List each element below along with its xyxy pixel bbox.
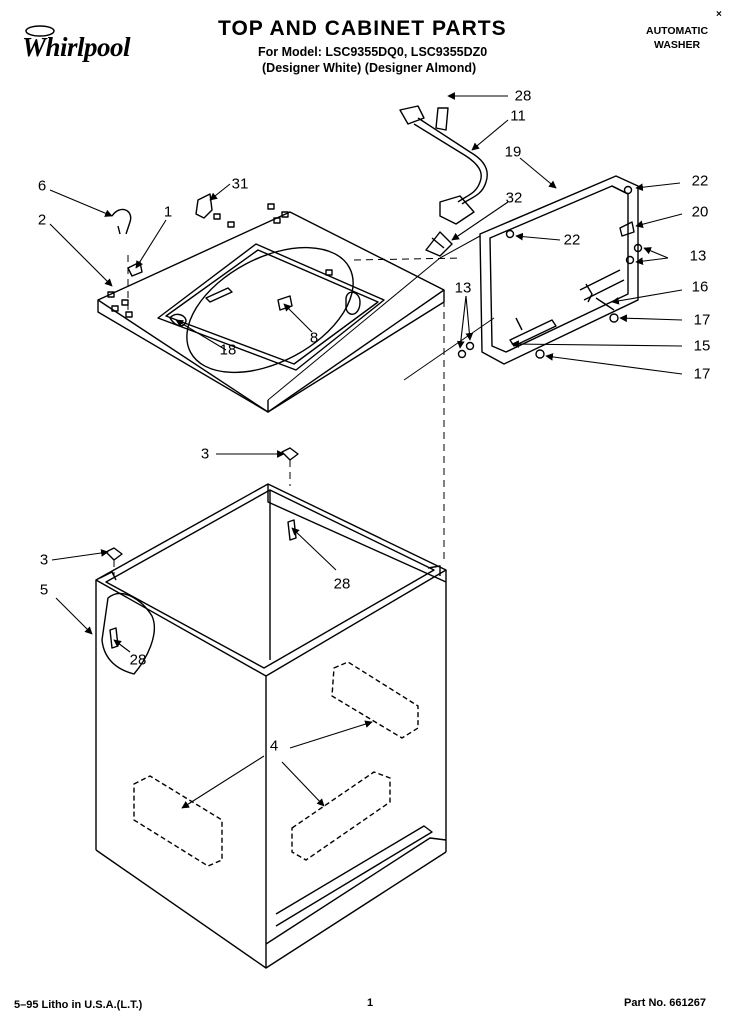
brand-name: Whirlpool bbox=[22, 32, 131, 62]
product-type-line2: WASHER bbox=[654, 39, 701, 51]
callout-11-lid-switch-harness: 11 bbox=[510, 107, 526, 125]
top-panel bbox=[97, 193, 453, 413]
callout-28-cabinet-back: 28 bbox=[333, 575, 351, 593]
callout-1: 1 bbox=[163, 203, 173, 221]
callout-22-bumper-lower: 22 bbox=[563, 231, 581, 249]
callout-17-upper: 17 bbox=[693, 311, 711, 329]
callout-18: 18 bbox=[219, 341, 237, 359]
leader-arrows bbox=[49, 92, 683, 809]
lid-hardware bbox=[457, 185, 643, 359]
callout-16: 16 bbox=[691, 278, 709, 296]
lid bbox=[479, 175, 639, 365]
part-number: Part No. 661267 bbox=[624, 997, 706, 1009]
model-line: For Model: LSC9355DQ0, LSC9355DZ0 bbox=[258, 45, 488, 59]
page-title: TOP AND CABINET PARTS bbox=[218, 17, 507, 40]
callout-8: 8 bbox=[309, 329, 319, 347]
callout-17-lower: 17 bbox=[693, 365, 711, 383]
callout-32: 32 bbox=[505, 189, 523, 207]
callout-13-left: 13 bbox=[454, 279, 472, 297]
callout-3-lower: 3 bbox=[39, 551, 49, 569]
product-type-line1: AUTOMATIC bbox=[646, 25, 709, 37]
callout-15: 15 bbox=[693, 337, 711, 355]
lid-switch-harness bbox=[399, 105, 488, 225]
callout-5: 5 bbox=[39, 581, 49, 599]
callout-22-bumper: 22 bbox=[691, 172, 709, 190]
page-number: 1 bbox=[367, 997, 374, 1009]
callout-31: 31 bbox=[231, 175, 249, 193]
callout-28-cabinet-front: 28 bbox=[129, 651, 147, 669]
callout-19-lid: 19 bbox=[504, 143, 522, 161]
callout-28-screw: 28 bbox=[514, 87, 532, 105]
color-line: (Designer White) (Designer Almond) bbox=[262, 61, 477, 75]
callout-20: 20 bbox=[691, 203, 709, 221]
callout-4: 4 bbox=[269, 737, 279, 755]
callout-13-right: 13 bbox=[689, 247, 707, 265]
callout-3-upper: 3 bbox=[200, 445, 210, 463]
callout-6: 6 bbox=[37, 177, 47, 195]
litho-line: 5–95 Litho in U.S.A.(L.T.) bbox=[14, 999, 143, 1011]
cabinet bbox=[95, 483, 447, 969]
cabinet-hardware bbox=[105, 447, 299, 561]
corner-mark: × bbox=[716, 9, 722, 20]
callout-2: 2 bbox=[37, 211, 47, 229]
